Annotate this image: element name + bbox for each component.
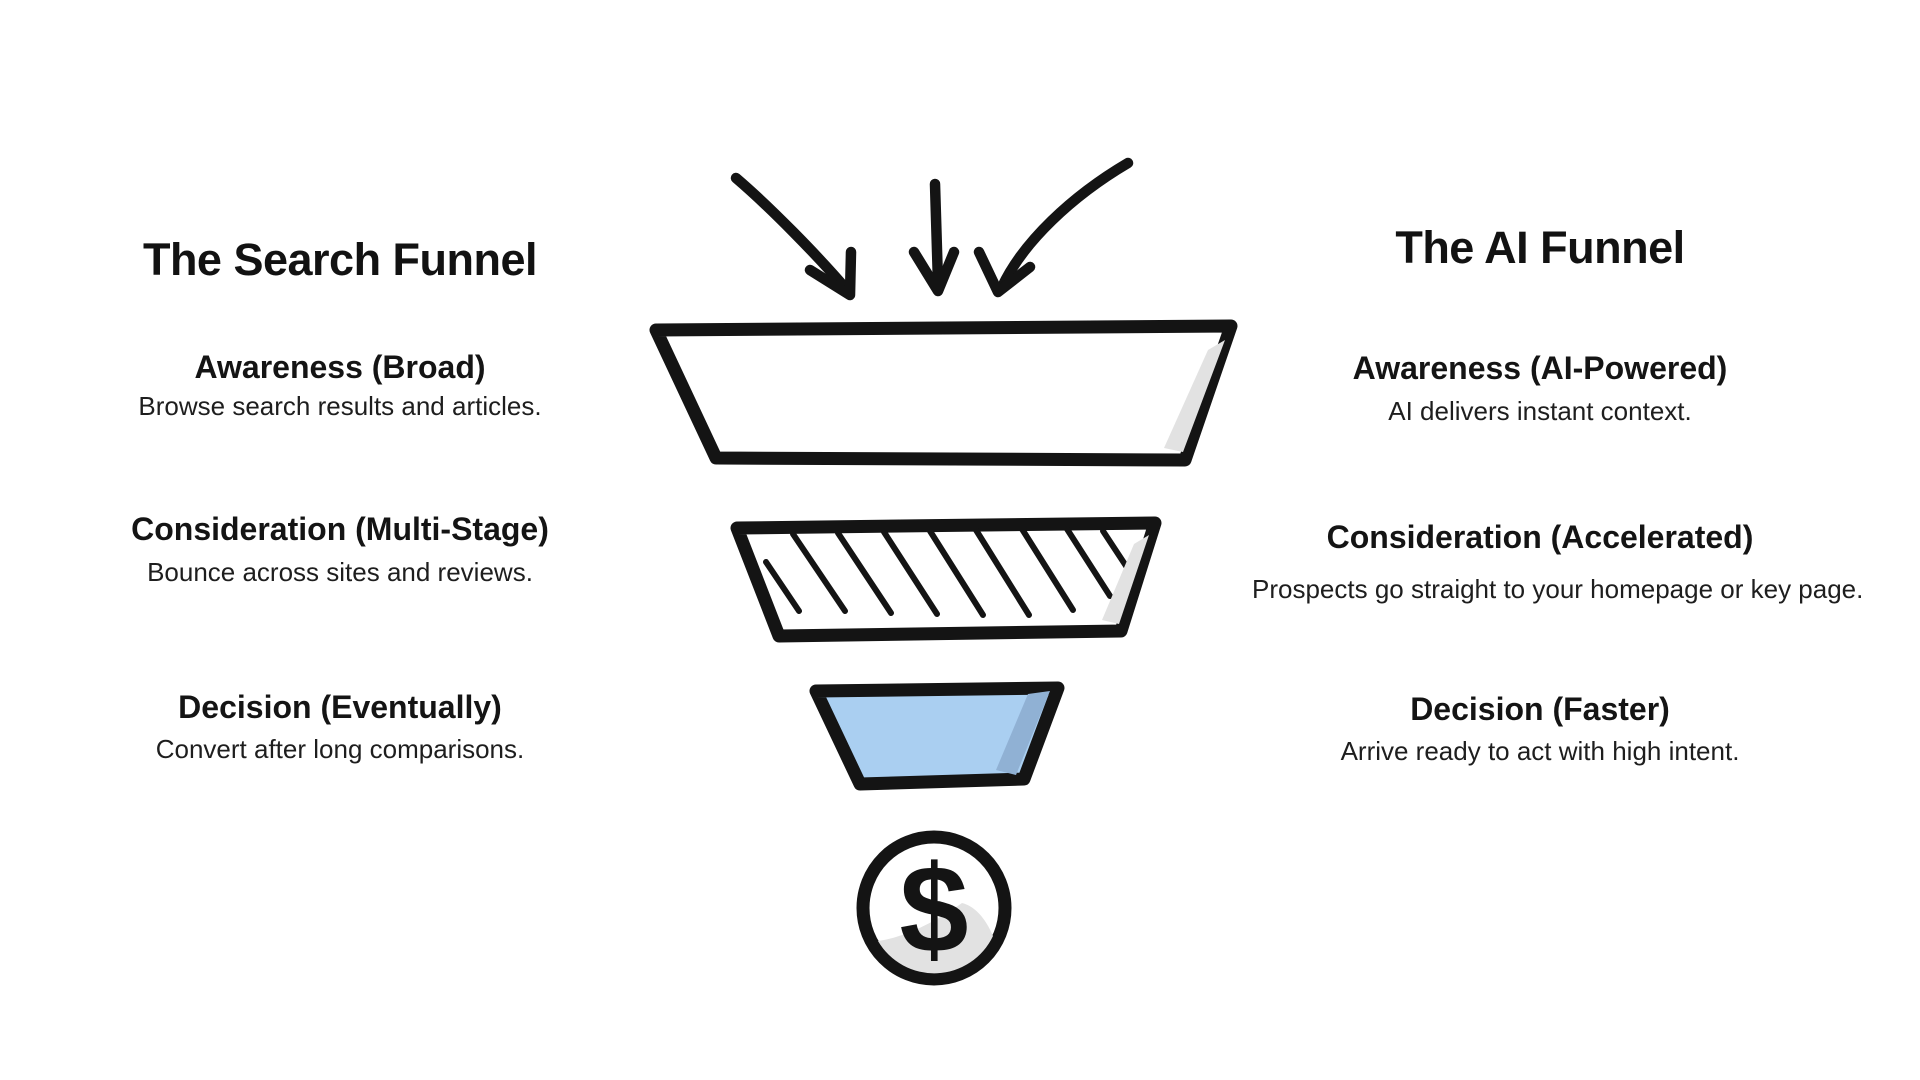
inflow-arrow-middle-icon xyxy=(929,178,944,289)
ai-funnel-panel: The AI Funnel Awareness (AI-Powered) AI … xyxy=(1252,0,1864,1080)
dollar-coin: $ xyxy=(856,830,1012,986)
ai-stage-decision-heading: Decision (Faster) xyxy=(1410,691,1670,727)
inflow-arrow-left-head-icon xyxy=(804,246,857,301)
funnel-top-segment xyxy=(649,319,1238,467)
search-stage-consideration-description: Bounce across sites and reviews. xyxy=(147,557,533,587)
search-funnel-title: The Search Funnel xyxy=(142,234,538,285)
inflow-arrow-middle-head-icon xyxy=(908,246,960,297)
inflow-arrows xyxy=(730,157,1134,301)
dollar-coin-shade xyxy=(878,903,993,974)
funnel-stage-awareness xyxy=(649,319,1238,467)
ai-stage-decision-description: Arrive ready to act with high intent. xyxy=(1340,736,1740,766)
inflow-arrow-left-icon xyxy=(730,172,853,296)
ai-stage-awareness-heading: Awareness (AI-Powered) xyxy=(1352,350,1728,386)
search-stage-awareness-heading: Awareness (Broad) xyxy=(194,349,486,385)
inflow-arrow-right-icon xyxy=(996,157,1134,293)
funnel-bottom-segment xyxy=(809,681,1065,791)
search-stage-decision-description: Convert after long comparisons. xyxy=(155,734,525,764)
search-stage-decision-heading: Decision (Eventually) xyxy=(178,689,502,725)
hatch-pattern-icon xyxy=(763,526,1133,618)
dollar-icon: $ xyxy=(900,841,969,979)
funnel-bottom-segment-shade xyxy=(996,691,1050,775)
ai-funnel-title: The AI Funnel xyxy=(1395,222,1685,273)
search-stage-consideration-heading: Consideration (Multi-Stage) xyxy=(131,511,549,547)
funnel-middle-segment-shade xyxy=(1102,535,1149,624)
ai-stage-consideration-heading: Consideration (Accelerated) xyxy=(1326,519,1754,555)
ai-stage-awareness-description: AI delivers instant context. xyxy=(1388,396,1692,426)
inflow-arrow-right-head-icon xyxy=(973,246,1036,298)
ai-stage-consideration-description: Prospects go straight to your homepage o… xyxy=(1252,574,1864,604)
funnel-stage-consideration xyxy=(730,516,1162,643)
search-stage-awareness-description: Browse search results and articles. xyxy=(138,391,542,421)
funnel-top-segment-shade xyxy=(1164,340,1225,452)
search-funnel-panel: The Search Funnel Awareness (Broad) Brow… xyxy=(88,0,592,1080)
funnel-stage-decision xyxy=(809,681,1065,791)
